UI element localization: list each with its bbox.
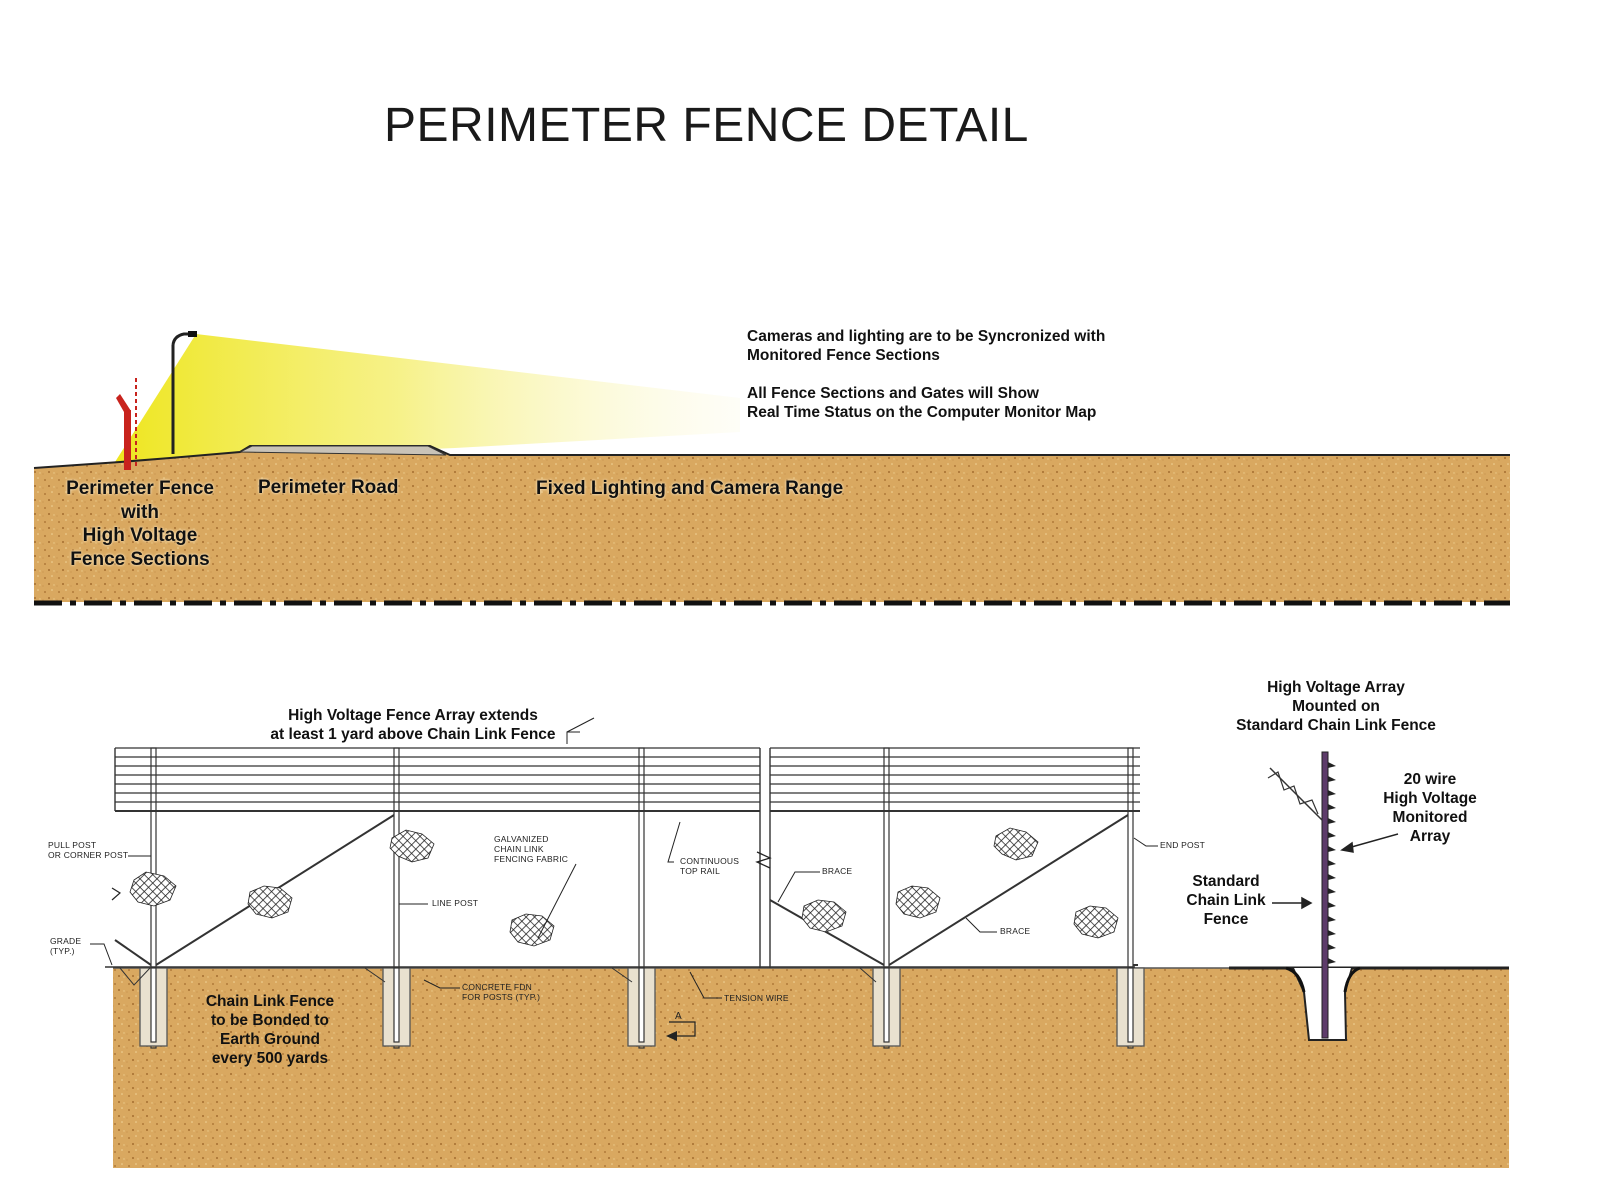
top-rail-label-line-1: CONTINUOUS bbox=[680, 856, 740, 866]
section-arrow bbox=[669, 1021, 696, 1037]
chain-link-fence-label: Standard Chain Link Fence bbox=[1178, 872, 1274, 929]
pull-post-label-line-1: PULL POST bbox=[48, 840, 97, 850]
fabric-label-line-1: GALVANIZED bbox=[494, 834, 549, 844]
side-arrows bbox=[1272, 833, 1399, 910]
ground-bottom bbox=[113, 968, 1509, 1168]
watermark-logo: Jiji bbox=[28, 1087, 104, 1147]
grade-label: GRADE (TYP.) bbox=[50, 936, 81, 956]
side-detail-heading-line-3: Standard Chain Link Fence bbox=[1236, 717, 1436, 734]
ground-top bbox=[34, 446, 1510, 602]
page-title: PERIMETER FENCE DETAIL bbox=[384, 99, 1029, 152]
bonded-note-line-3: Earth Ground bbox=[220, 1031, 320, 1048]
bonded-note: Chain Link Fence to be Bonded to Earth G… bbox=[190, 992, 350, 1068]
side-detail-heading: High Voltage Array Mounted on Standard C… bbox=[1220, 678, 1452, 735]
hv-wire-array-label-line-3: Monitored bbox=[1392, 809, 1468, 826]
perimeter-road-surface bbox=[239, 445, 447, 456]
section-mark-label: A bbox=[675, 1011, 682, 1022]
fabric-label-line-2: CHAIN LINK bbox=[494, 844, 544, 854]
light-pole bbox=[171, 331, 197, 454]
fabric-label-line-3: FENCING FABRIC bbox=[494, 854, 569, 864]
grade-label-line-1: GRADE bbox=[50, 936, 82, 946]
bonded-note-line-2: to be Bonded to bbox=[211, 1012, 329, 1029]
brace-label-2: BRACE bbox=[1000, 926, 1031, 936]
hv-array-note-line-1: High Voltage Fence Array extends bbox=[288, 707, 538, 724]
side-detail bbox=[1229, 751, 1509, 1041]
sync-note-line-2: Monitored Fence Sections bbox=[747, 347, 940, 364]
pull-post-label-line-2: OR CORNER POST bbox=[48, 850, 129, 860]
status-note-line-2: Real Time Status on the Computer Monitor… bbox=[747, 404, 1097, 421]
hv-wire-array-label-line-2: High Voltage bbox=[1383, 790, 1477, 807]
grade-label-line-2: (TYP.) bbox=[50, 946, 75, 956]
perimeter-fence-label-line-4: Fence Sections bbox=[70, 548, 210, 570]
bonded-note-line-4: every 500 yards bbox=[211, 1050, 329, 1067]
hv-wires bbox=[115, 747, 1140, 812]
fabric-label: GALVANIZED CHAIN LINK FENCING FABRIC bbox=[494, 834, 568, 864]
side-post bbox=[1321, 751, 1329, 1039]
leader-lines bbox=[90, 717, 1158, 999]
hv-wire-array-label-line-4: Array bbox=[1409, 828, 1451, 845]
perimeter-fence-label-line-1: Perimeter Fence bbox=[66, 478, 214, 499]
hv-wire-array-label: 20 wire High Voltage Monitored Array bbox=[1374, 770, 1486, 846]
side-detail-heading-line-1: High Voltage Array bbox=[1267, 679, 1405, 696]
pull-post-label: PULL POST OR CORNER POST bbox=[48, 840, 128, 860]
perimeter-fence-label-line-3: High Voltage bbox=[82, 525, 198, 546]
barbed-arm bbox=[1269, 767, 1323, 821]
hv-wire-array-label-line-1: 20 wire bbox=[1403, 771, 1457, 788]
brace-label-1: BRACE bbox=[822, 866, 853, 876]
concrete-foundation-label: CONCRETE FDN FOR POSTS (TYP.) bbox=[462, 982, 540, 1002]
tension-wire-label: TENSION WIRE bbox=[724, 993, 789, 1003]
line-post-label: LINE POST bbox=[432, 898, 479, 908]
top-rail-label-line-2: TOP RAIL bbox=[680, 866, 721, 876]
perimeter-fence-label-line-2: with bbox=[121, 501, 159, 523]
perimeter-fence-post bbox=[116, 378, 137, 470]
sync-note-line-1: Cameras and lighting are to be Syncroniz… bbox=[747, 328, 1106, 345]
hv-array-note: High Voltage Fence Array extends at leas… bbox=[258, 706, 568, 744]
insulator-teeth bbox=[1328, 762, 1336, 964]
hv-array-note-line-2: at least 1 yard above Chain Link Fence bbox=[270, 726, 556, 743]
concrete-foundation-label-line-1: CONCRETE FDN bbox=[462, 982, 532, 992]
bonded-note-line-1: Chain Link Fence bbox=[205, 993, 335, 1010]
side-detail-heading-line-2: Mounted on bbox=[1292, 698, 1380, 715]
end-post-label: END POST bbox=[1160, 840, 1206, 850]
top-section bbox=[33, 331, 1510, 606]
chain-link-mesh-samples bbox=[129, 827, 1119, 947]
concrete-foundation-label-line-2: FOR POSTS (TYP.) bbox=[462, 992, 541, 1002]
chain-link-fence-label-line-3: Fence bbox=[1203, 911, 1249, 928]
chain-link-fence-label-line-1: Standard bbox=[1192, 873, 1260, 890]
perimeter-road-label: Perimeter Road bbox=[258, 477, 399, 498]
perimeter-fence-label: Perimeter Fence with High Voltage Fence … bbox=[54, 477, 226, 571]
light-beam bbox=[115, 334, 740, 462]
break-symbol bbox=[755, 851, 772, 869]
bottom-section bbox=[90, 717, 1509, 1168]
top-rail-label: CONTINUOUS TOP RAIL bbox=[680, 856, 739, 876]
status-note-line-1: All Fence Sections and Gates will Show bbox=[747, 385, 1039, 402]
chain-link-fence-label-line-2: Chain Link bbox=[1186, 892, 1266, 909]
lighting-range-label: Fixed Lighting and Camera Range bbox=[536, 478, 844, 499]
